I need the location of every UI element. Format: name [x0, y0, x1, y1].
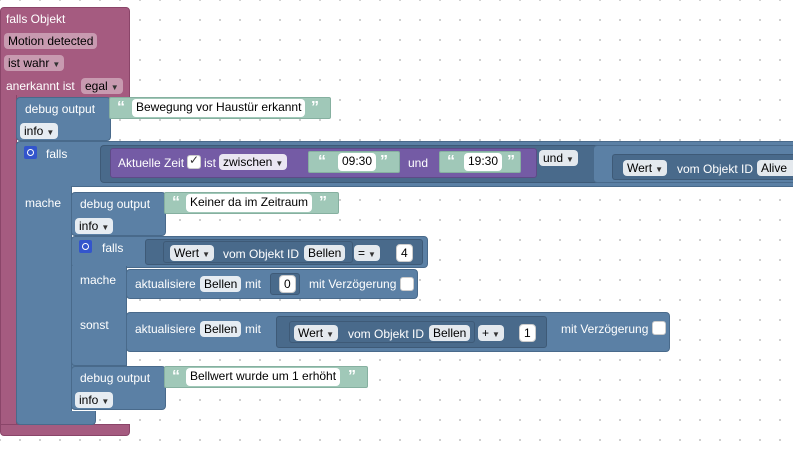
debug-level-value: info: [79, 393, 99, 407]
inner-vom-objekt-label: vom Objekt ID: [223, 247, 300, 261]
update2-op-dropdown[interactable]: +▼: [478, 325, 504, 341]
time-range-value: zwischen: [223, 155, 273, 169]
trigger-body: [0, 95, 17, 427]
chevron-down-icon: ▼: [52, 60, 61, 69]
if-mache-label: mache: [25, 196, 62, 210]
trigger-ack-dropdown[interactable]: egal▼: [81, 78, 123, 94]
quote-open-icon: “: [172, 194, 180, 211]
logic-op-value: und: [543, 151, 564, 165]
chevron-down-icon: ▼: [275, 159, 284, 168]
trigger-condition-dropdown[interactable]: ist wahr▼: [4, 55, 65, 71]
update2-op-value: +: [482, 326, 490, 340]
debug-text-field[interactable]: Keiner da im Zeitraum: [186, 194, 313, 212]
debug-output-label: debug output: [80, 371, 151, 385]
chevron-down-icon: ▼: [655, 165, 664, 174]
time-start-field[interactable]: 09:30: [338, 153, 377, 171]
update-label: aktualisiere: [135, 277, 196, 291]
update-value-field[interactable]: 0: [279, 275, 296, 293]
if-inner-falls-label: falls: [102, 241, 124, 255]
update-delay-label: mit Verzögerung: [561, 322, 649, 336]
if-else-footer: [71, 352, 127, 366]
gear-icon[interactable]: [24, 146, 37, 159]
inner-wert-value: Wert: [174, 246, 200, 260]
chevron-down-icon: ▼: [110, 83, 119, 92]
inner-op-dropdown[interactable]: =▼: [354, 245, 380, 261]
time-checkbox[interactable]: ✓: [187, 153, 201, 169]
trigger-title: falls Objekt: [6, 12, 66, 26]
debug-text-field[interactable]: Bewegung vor Haustür erkannt: [132, 99, 306, 117]
chevron-down-icon: ▼: [46, 128, 55, 137]
debug-level-dropdown[interactable]: info▼: [75, 392, 114, 408]
chevron-down-icon: ▼: [101, 397, 110, 406]
debug-level-value: info: [24, 124, 44, 138]
update-object-field[interactable]: Bellen: [200, 321, 242, 337]
trigger-object-field[interactable]: Motion detected: [4, 33, 98, 49]
update-delay-checkbox[interactable]: [400, 277, 414, 291]
chevron-down-icon: ▼: [326, 330, 335, 339]
update2-number-field[interactable]: 1: [519, 324, 536, 342]
time-end-field[interactable]: 19:30: [464, 153, 503, 171]
quote-open-icon: “: [318, 153, 326, 170]
update-mit-label: mit: [245, 277, 261, 291]
time-range-dropdown[interactable]: zwischen▼: [219, 154, 288, 170]
trigger-ack-label: anerkannt ist: [6, 79, 75, 93]
update-label: aktualisiere: [135, 322, 196, 336]
update-mit-label: mit: [245, 322, 261, 336]
quote-close-icon: ”: [380, 153, 388, 170]
alive-wert-dropdown[interactable]: Wert▼: [623, 160, 668, 176]
debug-text-field[interactable]: Bellwert wurde um 1 erhöht: [186, 368, 341, 386]
if-inner-mache-label: mache: [80, 273, 117, 287]
update2-vom-objekt-label: vom Objekt ID: [348, 327, 425, 341]
gear-icon[interactable]: [79, 240, 92, 253]
inner-number-field[interactable]: 4: [396, 244, 413, 262]
quote-open-icon: “: [117, 99, 125, 116]
if-block-body: [16, 186, 72, 414]
if-inner-sonst-label: sonst: [80, 318, 109, 332]
quote-open-icon: “: [172, 368, 180, 385]
debug-output-label: debug output: [25, 102, 96, 116]
checkmark-icon: ✓: [189, 153, 200, 167]
chevron-down-icon: ▼: [202, 250, 211, 259]
if-else-body: [71, 266, 127, 368]
alive-wert-value: Wert: [627, 161, 653, 175]
quote-open-icon: “: [447, 153, 455, 170]
quote-close-icon: ”: [348, 368, 356, 385]
trigger-footer: [0, 424, 130, 436]
logic-op-dropdown[interactable]: und▼: [539, 150, 578, 166]
chevron-down-icon: ▼: [492, 330, 500, 339]
quote-close-icon: ”: [311, 99, 319, 116]
chevron-down-icon: ▼: [368, 250, 376, 259]
time-und-label: und: [408, 156, 429, 170]
if-falls-label: falls: [46, 147, 68, 161]
update-delay-label: mit Verzögerung: [309, 277, 397, 291]
update-delay-checkbox[interactable]: [652, 321, 666, 335]
alive-vom-objekt-label: vom Objekt ID: [677, 162, 754, 176]
inner-wert-dropdown[interactable]: Wert▼: [170, 245, 215, 261]
trigger-condition-value: ist wahr: [8, 56, 50, 70]
update2-wert-dropdown[interactable]: Wert▼: [294, 325, 339, 341]
debug-level-dropdown[interactable]: info▼: [20, 123, 59, 139]
inner-object-field[interactable]: Bellen: [304, 245, 346, 261]
quote-close-icon: ”: [319, 194, 327, 211]
time-label: Aktuelle Zeit: [118, 156, 185, 170]
if-block-footer: [16, 411, 96, 425]
update-object-field[interactable]: Bellen: [200, 276, 242, 292]
debug-output-label: debug output: [80, 197, 151, 211]
time-ist-label: ist: [204, 156, 216, 170]
alive-object-field[interactable]: Alive: [757, 160, 793, 176]
chevron-down-icon: ▼: [566, 155, 574, 164]
update2-wert-value: Wert: [298, 326, 324, 340]
debug-level-value: info: [79, 219, 99, 233]
inner-op-value: =: [358, 246, 366, 260]
debug-level-dropdown[interactable]: info▼: [75, 218, 114, 234]
quote-close-icon: ”: [507, 153, 515, 170]
chevron-down-icon: ▼: [101, 223, 110, 232]
update2-object-field[interactable]: Bellen: [429, 325, 471, 341]
trigger-ack-value: egal: [85, 79, 108, 93]
